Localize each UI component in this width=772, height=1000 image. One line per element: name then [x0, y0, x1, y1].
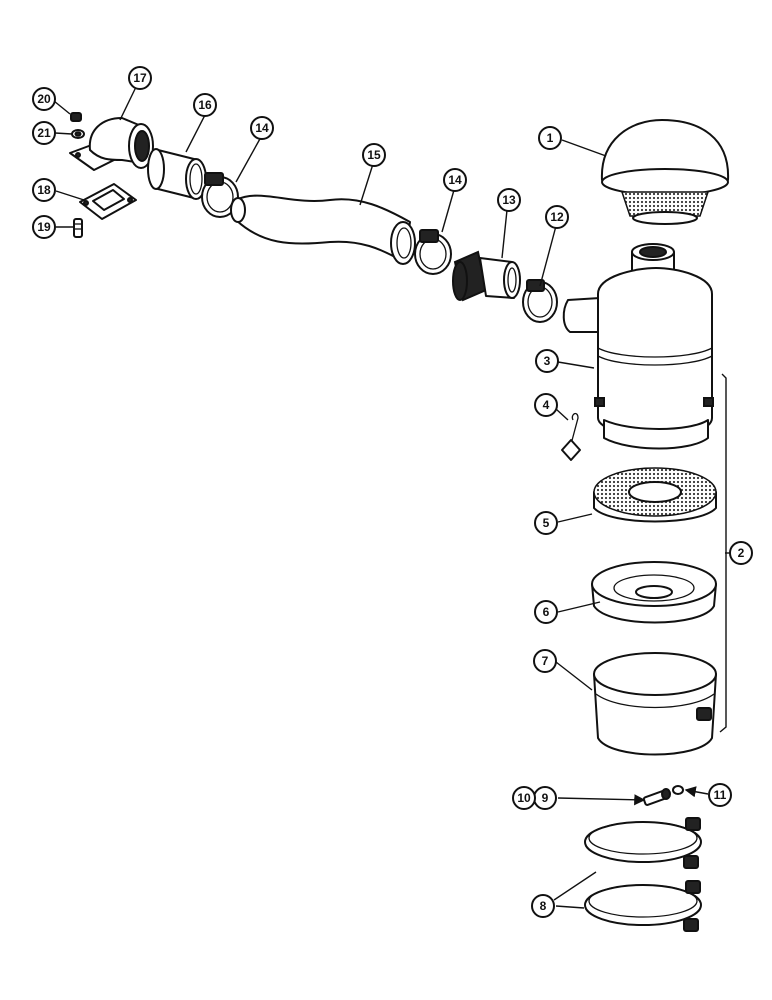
part-oil-cup	[593, 652, 717, 756]
part-bolt-nut	[672, 785, 684, 795]
part-gasket	[79, 183, 137, 220]
part-elbow	[69, 117, 154, 171]
svg-text:8: 8	[540, 899, 547, 913]
part-adapter	[452, 250, 521, 302]
callout-20: 20	[32, 87, 56, 111]
svg-text:4: 4	[543, 398, 550, 412]
part-hose-clamp-right	[414, 229, 452, 275]
svg-text:14: 14	[255, 121, 269, 135]
svg-text:18: 18	[37, 183, 51, 197]
callout-6: 6	[534, 600, 558, 624]
part-inner-cup	[591, 561, 717, 624]
svg-text:1: 1	[547, 131, 554, 145]
svg-text:17: 17	[133, 71, 147, 85]
svg-text:16: 16	[198, 98, 212, 112]
svg-text:12: 12	[550, 210, 564, 224]
callout-15: 15	[362, 143, 386, 167]
callout-18: 18	[32, 178, 56, 202]
leader-lines	[53, 86, 730, 909]
callout-14-right: 14	[443, 168, 467, 192]
callout-17: 17	[128, 66, 152, 90]
part-nut	[71, 129, 85, 139]
svg-text:5: 5	[543, 516, 550, 530]
callout-16: 16	[193, 93, 217, 117]
callout-13: 13	[497, 188, 521, 212]
part-air-hose	[230, 194, 416, 265]
callout-2: 2	[729, 541, 753, 565]
callout-7: 7	[533, 649, 557, 673]
svg-text:14: 14	[448, 173, 462, 187]
callout-11: 11	[708, 783, 732, 807]
svg-text:19: 19	[37, 220, 51, 234]
svg-text:3: 3	[544, 354, 551, 368]
part-stud	[73, 218, 83, 238]
svg-text:15: 15	[367, 148, 381, 162]
part-plug	[70, 112, 82, 122]
part-bolt	[642, 788, 671, 806]
callout-4: 4	[534, 393, 558, 417]
callout-9: 9	[533, 786, 557, 810]
svg-text:11: 11	[714, 788, 727, 802]
callout-10: 10	[512, 786, 536, 810]
svg-text:21: 21	[37, 126, 51, 140]
callout-19: 19	[32, 215, 56, 239]
part-precleaner-cap	[600, 119, 730, 225]
callout-5: 5	[534, 511, 558, 535]
svg-text:2: 2	[738, 546, 745, 560]
part-air-cleaner-body	[562, 243, 714, 450]
callout-3: 3	[535, 349, 559, 373]
part-filter-element	[593, 467, 717, 523]
svg-text:6: 6	[543, 605, 550, 619]
svg-text:10: 10	[517, 791, 531, 805]
svg-text:13: 13	[502, 193, 516, 207]
part-band-clamp-upper	[584, 817, 702, 869]
callout-14-left: 14	[250, 116, 274, 140]
part-band-clamp-lower	[584, 880, 702, 932]
svg-text:20: 20	[37, 92, 51, 106]
callout-1: 1	[538, 126, 562, 150]
callout-12: 12	[545, 205, 569, 229]
part-rubber-sleeve	[147, 148, 207, 200]
callout-21: 21	[32, 121, 56, 145]
svg-text:9: 9	[542, 791, 549, 805]
part-spring-clip	[561, 412, 581, 461]
part-inlet-clamp	[522, 279, 558, 323]
svg-text:7: 7	[542, 654, 549, 668]
callout-8: 8	[531, 894, 555, 918]
